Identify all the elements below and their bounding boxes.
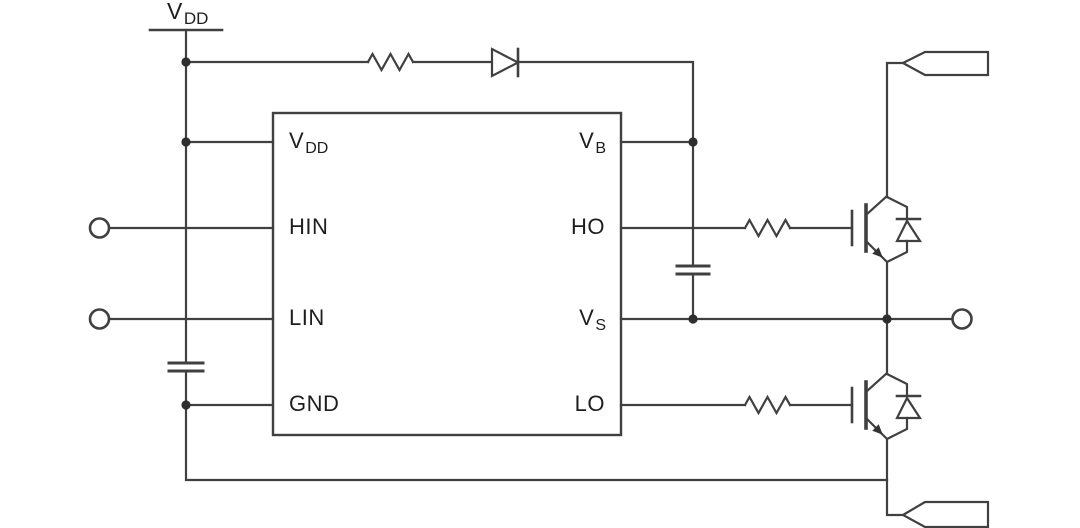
vdd-decoupling-capacitor [167, 361, 205, 373]
bootstrap-resistor [366, 51, 415, 73]
left-pin-wires [107, 140, 275, 407]
low-side-gate-resistor [743, 394, 792, 416]
low-side-igbt [850, 371, 922, 441]
supply-vdd-sub: DD [183, 9, 209, 28]
pin-label-vdd: VDD [289, 128, 329, 157]
vdd-supply-rail [148, 28, 224, 364]
top-bus-connector [900, 50, 990, 77]
high-side-gate-resistor [743, 217, 792, 239]
supply-vdd-label: VDD [167, 0, 209, 28]
bootstrap-supply-path [184, 47, 695, 267]
pin-label-ho: HO [571, 214, 605, 239]
bottom-bus-connector [900, 500, 990, 528]
pin-label-hin: HIN [289, 214, 329, 239]
supply-vdd-main: V [167, 0, 183, 24]
pin-label-gnd: GND [289, 391, 340, 416]
pin-label-vs: VS [579, 305, 606, 334]
vs-output-terminal [951, 308, 973, 330]
terminals [88, 217, 973, 330]
bootstrap-diode [490, 47, 521, 78]
bootstrap-capacitor [675, 264, 711, 321]
hin-input-terminal [88, 217, 111, 239]
junction-dots [181, 57, 892, 410]
pin-label-vb: VB [579, 128, 606, 157]
lin-input-terminal [88, 308, 111, 330]
half-bridge-rail [885, 61, 905, 517]
high-side-igbt [850, 194, 922, 264]
right-pin-wires [619, 140, 954, 416]
pin-label-lo: LO [574, 391, 605, 416]
driver-ic-box [271, 111, 623, 437]
pin-label-lin: LIN [289, 305, 325, 330]
